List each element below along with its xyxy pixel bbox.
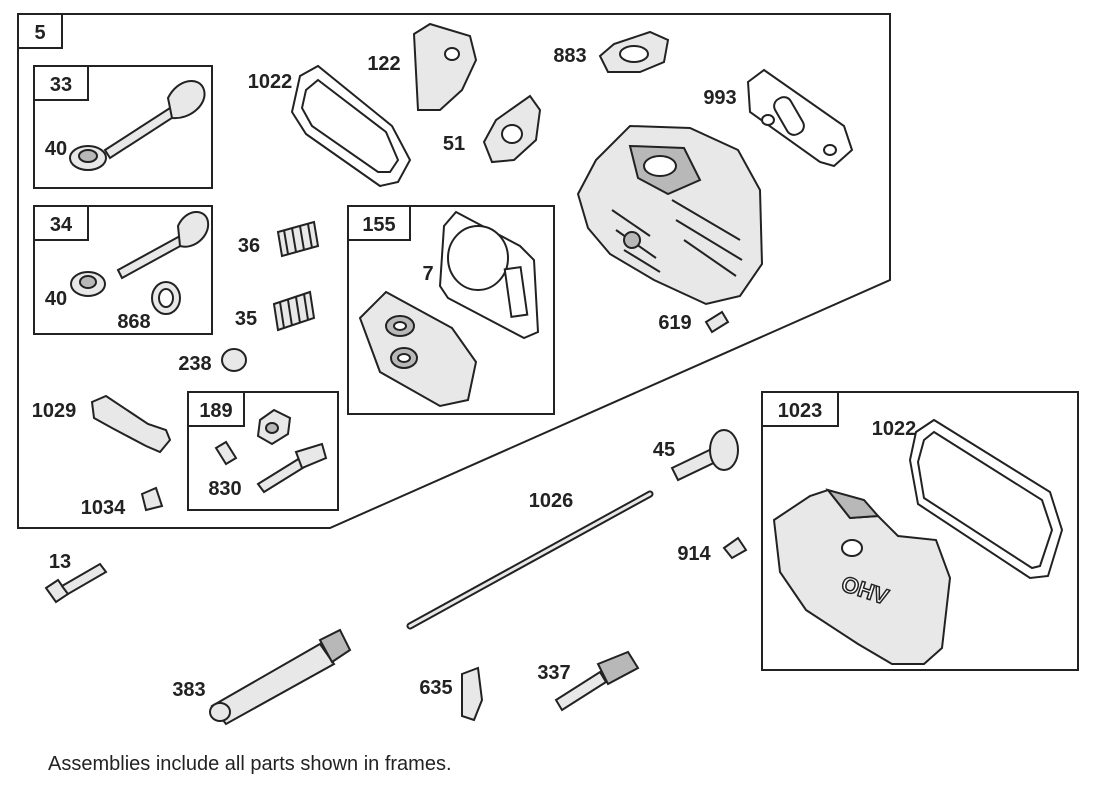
footnote-caption: Assemblies include all parts shown in fr…: [48, 753, 452, 775]
head-gasket-7: [438, 210, 540, 340]
part-label-238: 238: [178, 353, 211, 375]
frame-5: 5: [17, 13, 891, 529]
part-label-1034: 1034: [81, 497, 126, 519]
intake-valve: [103, 80, 206, 160]
valve-cap-238: [221, 348, 247, 372]
valve-cover-gasket-1022: [908, 418, 1064, 580]
valve-seal-868: [151, 281, 181, 315]
part-label-1029: 1029: [32, 400, 77, 422]
part-label-619: 619: [658, 312, 691, 334]
frame-189: 189 830: [187, 391, 339, 511]
rocker-stud-830: [256, 442, 328, 494]
part-label-337: 337: [537, 662, 570, 684]
frame-33-label: 33: [50, 74, 72, 96]
spark-plug-337: [554, 650, 640, 712]
frame-33: 33 40: [33, 65, 213, 189]
frame-189-label: 189: [199, 400, 232, 422]
frame-155: 155 7: [347, 205, 555, 415]
part-label-883: 883: [553, 45, 586, 67]
spark-plug-tool-383: [209, 628, 352, 726]
part-label-1022: 1022: [248, 71, 293, 93]
part-label-1026: 1026: [529, 490, 574, 512]
push-rod-1026: [406, 490, 654, 630]
intake-gasket: [358, 290, 478, 408]
part-label-40: 40: [45, 288, 67, 310]
part-label-36: 36: [238, 235, 260, 257]
part-label-122: 122: [367, 53, 400, 75]
part-label-40: 40: [45, 138, 67, 160]
frame-1023: 1023 1022 OHV: [761, 391, 1079, 671]
gasket-51: [482, 94, 542, 164]
frame-34-label: 34: [50, 214, 73, 236]
screw-914: [722, 536, 748, 560]
adjusting-nut: [256, 408, 292, 446]
spark-plug-boot-635: [461, 666, 484, 722]
valve-retainer-40a: [69, 145, 107, 171]
part-label-7: 7: [422, 263, 433, 285]
frame-1023-label: 1023: [778, 400, 823, 422]
frame-155-label: 155: [362, 214, 395, 236]
part-label-830: 830: [208, 478, 241, 500]
part-label-1022: 1022: [872, 418, 917, 440]
push-rod-guide-45: [670, 429, 739, 482]
part-label-51: 51: [443, 133, 465, 155]
part-label-914: 914: [677, 543, 711, 565]
part-label-45: 45: [653, 439, 675, 461]
rocker-guide-1034: [140, 486, 164, 512]
part-label-993: 993: [703, 87, 736, 109]
screw-619: [704, 310, 730, 334]
rocker-arm-1029: [90, 394, 172, 454]
valve-cover: OHV: [772, 488, 952, 665]
part-label-868: 868: [117, 311, 150, 333]
gasket-883: [598, 30, 670, 73]
part-label-635: 635: [419, 677, 452, 699]
exhaust-valve: [116, 211, 210, 280]
gasket-993: [746, 68, 854, 168]
part-label-383: 383: [172, 679, 205, 701]
frame-5-label: 5: [34, 22, 45, 44]
cylinder-head: [576, 124, 764, 306]
valve-retainer-40b: [70, 271, 106, 297]
part-label-13: 13: [49, 551, 71, 573]
bolt-13: [44, 562, 108, 604]
valve-spring-35: [272, 290, 316, 332]
valve-spring-36: [276, 220, 320, 258]
valve-cover-gasket-1022: [290, 64, 412, 188]
frame-34: 34 40 868: [33, 205, 213, 335]
part-label-35: 35: [235, 308, 257, 330]
setscrew: [214, 440, 238, 466]
insulator-122: [412, 22, 478, 111]
